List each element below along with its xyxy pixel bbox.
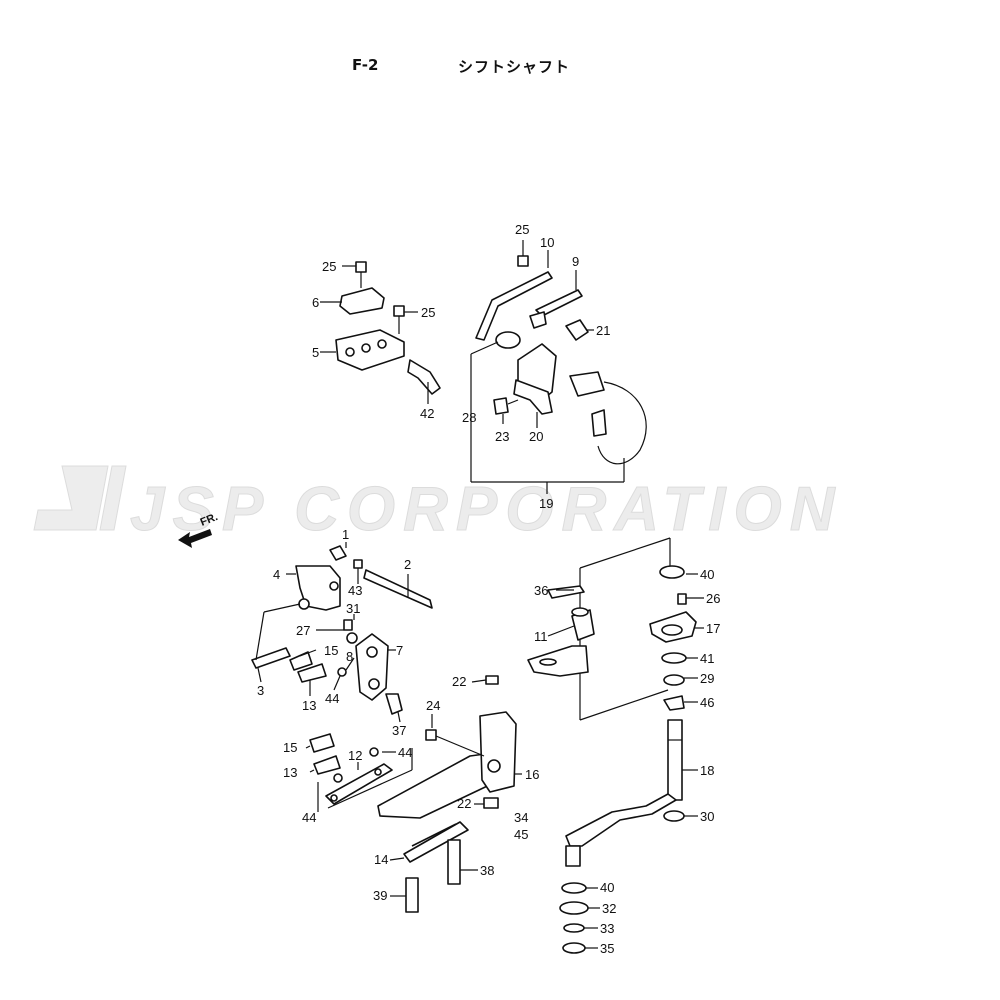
part-19-switch-group [470, 240, 647, 494]
callout-2: 2 [404, 557, 411, 572]
callout-17: 17 [706, 621, 720, 636]
callout-5: 5 [312, 345, 319, 360]
shift-shaft-group [527, 537, 704, 954]
callout-11: 11 [534, 629, 548, 644]
callout-25: 25 [322, 259, 336, 274]
watermark-text: JSP CORPORATION [130, 475, 843, 544]
callout-36: 36 [534, 583, 548, 598]
callout-4: 4 [273, 567, 280, 582]
callout-46: 46 [700, 695, 714, 710]
callout-22: 22 [452, 674, 466, 689]
callout-7: 7 [396, 643, 403, 658]
callout-6: 6 [312, 295, 319, 310]
callout-33: 33 [600, 921, 614, 936]
callout-30: 30 [700, 809, 714, 824]
callout-39: 39 [373, 888, 387, 903]
callout-3: 3 [257, 683, 264, 698]
callout-19: 19 [539, 496, 553, 511]
callout-13: 13 [283, 765, 297, 780]
callout-40: 40 [700, 567, 714, 582]
callout-21: 21 [596, 323, 610, 338]
callout-10: 10 [540, 235, 554, 250]
callout-37: 37 [392, 723, 406, 738]
diagram-code: F-2 [352, 56, 379, 74]
diagram-title: シフトシャフト [458, 58, 571, 76]
callout-44: 44 [398, 745, 412, 760]
callout-23: 23 [495, 429, 509, 444]
callout-15: 15 [324, 643, 338, 658]
callout-42: 42 [420, 406, 434, 421]
callout-35: 35 [600, 941, 614, 956]
callout-45: 45 [514, 827, 528, 842]
callout-25: 25 [421, 305, 435, 320]
callout-31: 31 [346, 601, 360, 616]
callout-44: 44 [325, 691, 339, 706]
callout-43: 43 [348, 583, 362, 598]
callout-34: 34 [514, 810, 528, 825]
callout-12: 12 [348, 748, 362, 763]
callout-13: 13 [302, 698, 316, 713]
callout-labels: 25 6 25 5 42 25 10 9 21 28 23 20 19 1 2 … [257, 222, 720, 956]
part-5-6-bracket-group [320, 261, 441, 404]
callout-14: 14 [374, 852, 388, 867]
callout-29: 29 [700, 671, 714, 686]
callout-32: 32 [602, 901, 616, 916]
callout-20: 20 [529, 429, 543, 444]
callout-18: 18 [700, 763, 714, 778]
callout-1: 1 [342, 527, 349, 542]
callout-24: 24 [426, 698, 440, 713]
callout-38: 38 [480, 863, 494, 878]
shift-lever-group [305, 675, 522, 913]
callout-26: 26 [706, 591, 720, 606]
callout-22: 22 [457, 796, 471, 811]
callout-27: 27 [296, 623, 310, 638]
callout-25: 25 [515, 222, 529, 237]
shift-link-group [251, 542, 433, 723]
callout-40: 40 [600, 880, 614, 895]
callout-28: 28 [462, 410, 476, 425]
callout-44: 44 [302, 810, 316, 825]
callout-15: 15 [283, 740, 297, 755]
callout-16: 16 [525, 767, 539, 782]
watermark-logo: JSP CORPORATION [33, 465, 843, 545]
callout-9: 9 [572, 254, 579, 269]
callout-41: 41 [700, 651, 714, 666]
callout-8: 8 [346, 649, 353, 664]
